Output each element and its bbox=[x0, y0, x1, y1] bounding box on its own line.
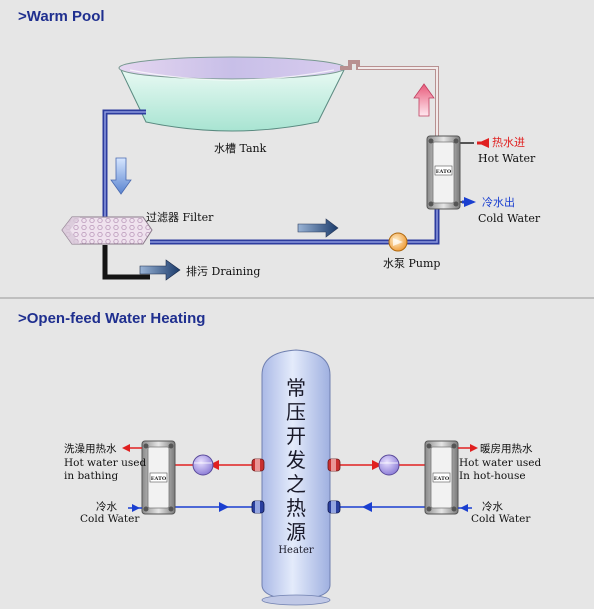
draining-arrow-icon bbox=[139, 259, 181, 281]
right-hot-en-label-2: In hot-house bbox=[459, 470, 526, 482]
left-pump-icon bbox=[192, 454, 214, 476]
warm-pool-title: >Warm Pool bbox=[18, 8, 105, 25]
hot-water-in-arrow-icon bbox=[477, 138, 489, 148]
heater-char-7: 源 bbox=[286, 520, 306, 544]
cold-water-en-label: Cold Water bbox=[478, 212, 541, 225]
heater-char-6: 热 bbox=[286, 496, 306, 520]
heater-column bbox=[261, 349, 331, 606]
left-cold-cn-label: 冷水 bbox=[96, 500, 117, 513]
pool-tank bbox=[118, 56, 346, 132]
open-feed-title: >Open-feed Water Heating bbox=[18, 310, 206, 327]
filter bbox=[61, 216, 153, 245]
pool-pump-icon bbox=[388, 232, 408, 252]
heater-cold-nozzle-left bbox=[251, 500, 265, 514]
right-exchanger-badge: EATO bbox=[434, 476, 450, 482]
right-in-arrow-icon bbox=[460, 504, 468, 512]
heater-char-2: 压 bbox=[286, 400, 306, 424]
right-hot-arrow-icon bbox=[372, 460, 382, 470]
right-out-arrow-icon bbox=[470, 444, 478, 452]
right-cold-en-label: Cold Water bbox=[471, 513, 531, 525]
draining-label: 排污 Draining bbox=[186, 264, 260, 278]
hot-water-en-label: Hot Water bbox=[478, 152, 536, 165]
left-hot-en-label-1: Hot water used bbox=[64, 457, 146, 469]
right-hot-cn-label: 暖房用热水 bbox=[480, 442, 533, 455]
right-cold-arrow-icon bbox=[362, 502, 372, 512]
heater-char-4: 发 bbox=[286, 448, 306, 472]
heater-hot-nozzle-right bbox=[327, 458, 341, 472]
left-exchanger-badge: EATO bbox=[151, 476, 167, 482]
left-out-arrow-icon bbox=[122, 444, 130, 452]
cold-water-out-arrow-icon bbox=[462, 197, 476, 207]
left-cold-arrow-icon bbox=[219, 502, 229, 512]
draining-pipe bbox=[102, 245, 150, 280]
section-divider bbox=[0, 297, 594, 299]
heater-char-5: 之 bbox=[286, 472, 306, 496]
cold-water-cn-label: 冷水出 bbox=[482, 195, 515, 209]
heater-char-3: 开 bbox=[286, 424, 306, 448]
left-hot-arrow-icon bbox=[209, 460, 219, 470]
left-in-arrow-icon bbox=[132, 504, 140, 512]
hot-water-cn-label: 热水进 bbox=[492, 136, 525, 149]
left-hot-en-label-2: in bathing bbox=[64, 470, 119, 482]
right-cold-cn-label: 冷水 bbox=[482, 500, 503, 513]
heater-char-1: 常 bbox=[286, 376, 306, 400]
right-pump-icon bbox=[378, 454, 400, 476]
right-hot-en-label-1: Hot water used bbox=[459, 457, 541, 469]
pool-exchanger-badge: EATO bbox=[436, 169, 452, 175]
heater-label: Heater bbox=[278, 545, 314, 556]
left-heat-exchanger: EATO bbox=[141, 440, 176, 515]
heater-hot-nozzle-left bbox=[251, 458, 265, 472]
pool-heat-exchanger: EATO bbox=[426, 135, 461, 210]
heater-cold-nozzle-right bbox=[327, 500, 341, 514]
pump-label: 水泵 Pump bbox=[383, 257, 440, 270]
left-cold-en-label: Cold Water bbox=[80, 513, 140, 525]
hot-flow-up-arrow-icon bbox=[413, 83, 435, 117]
tank-label: 水槽 Tank bbox=[214, 142, 267, 155]
left-hot-cn-label: 洗澡用热水 bbox=[64, 442, 117, 455]
right-heat-exchanger: EATO bbox=[424, 440, 459, 515]
flow-right-arrow-icon bbox=[297, 218, 339, 238]
flow-down-arrow-icon bbox=[110, 157, 132, 195]
filter-label: 过滤器 Filter bbox=[146, 211, 214, 224]
